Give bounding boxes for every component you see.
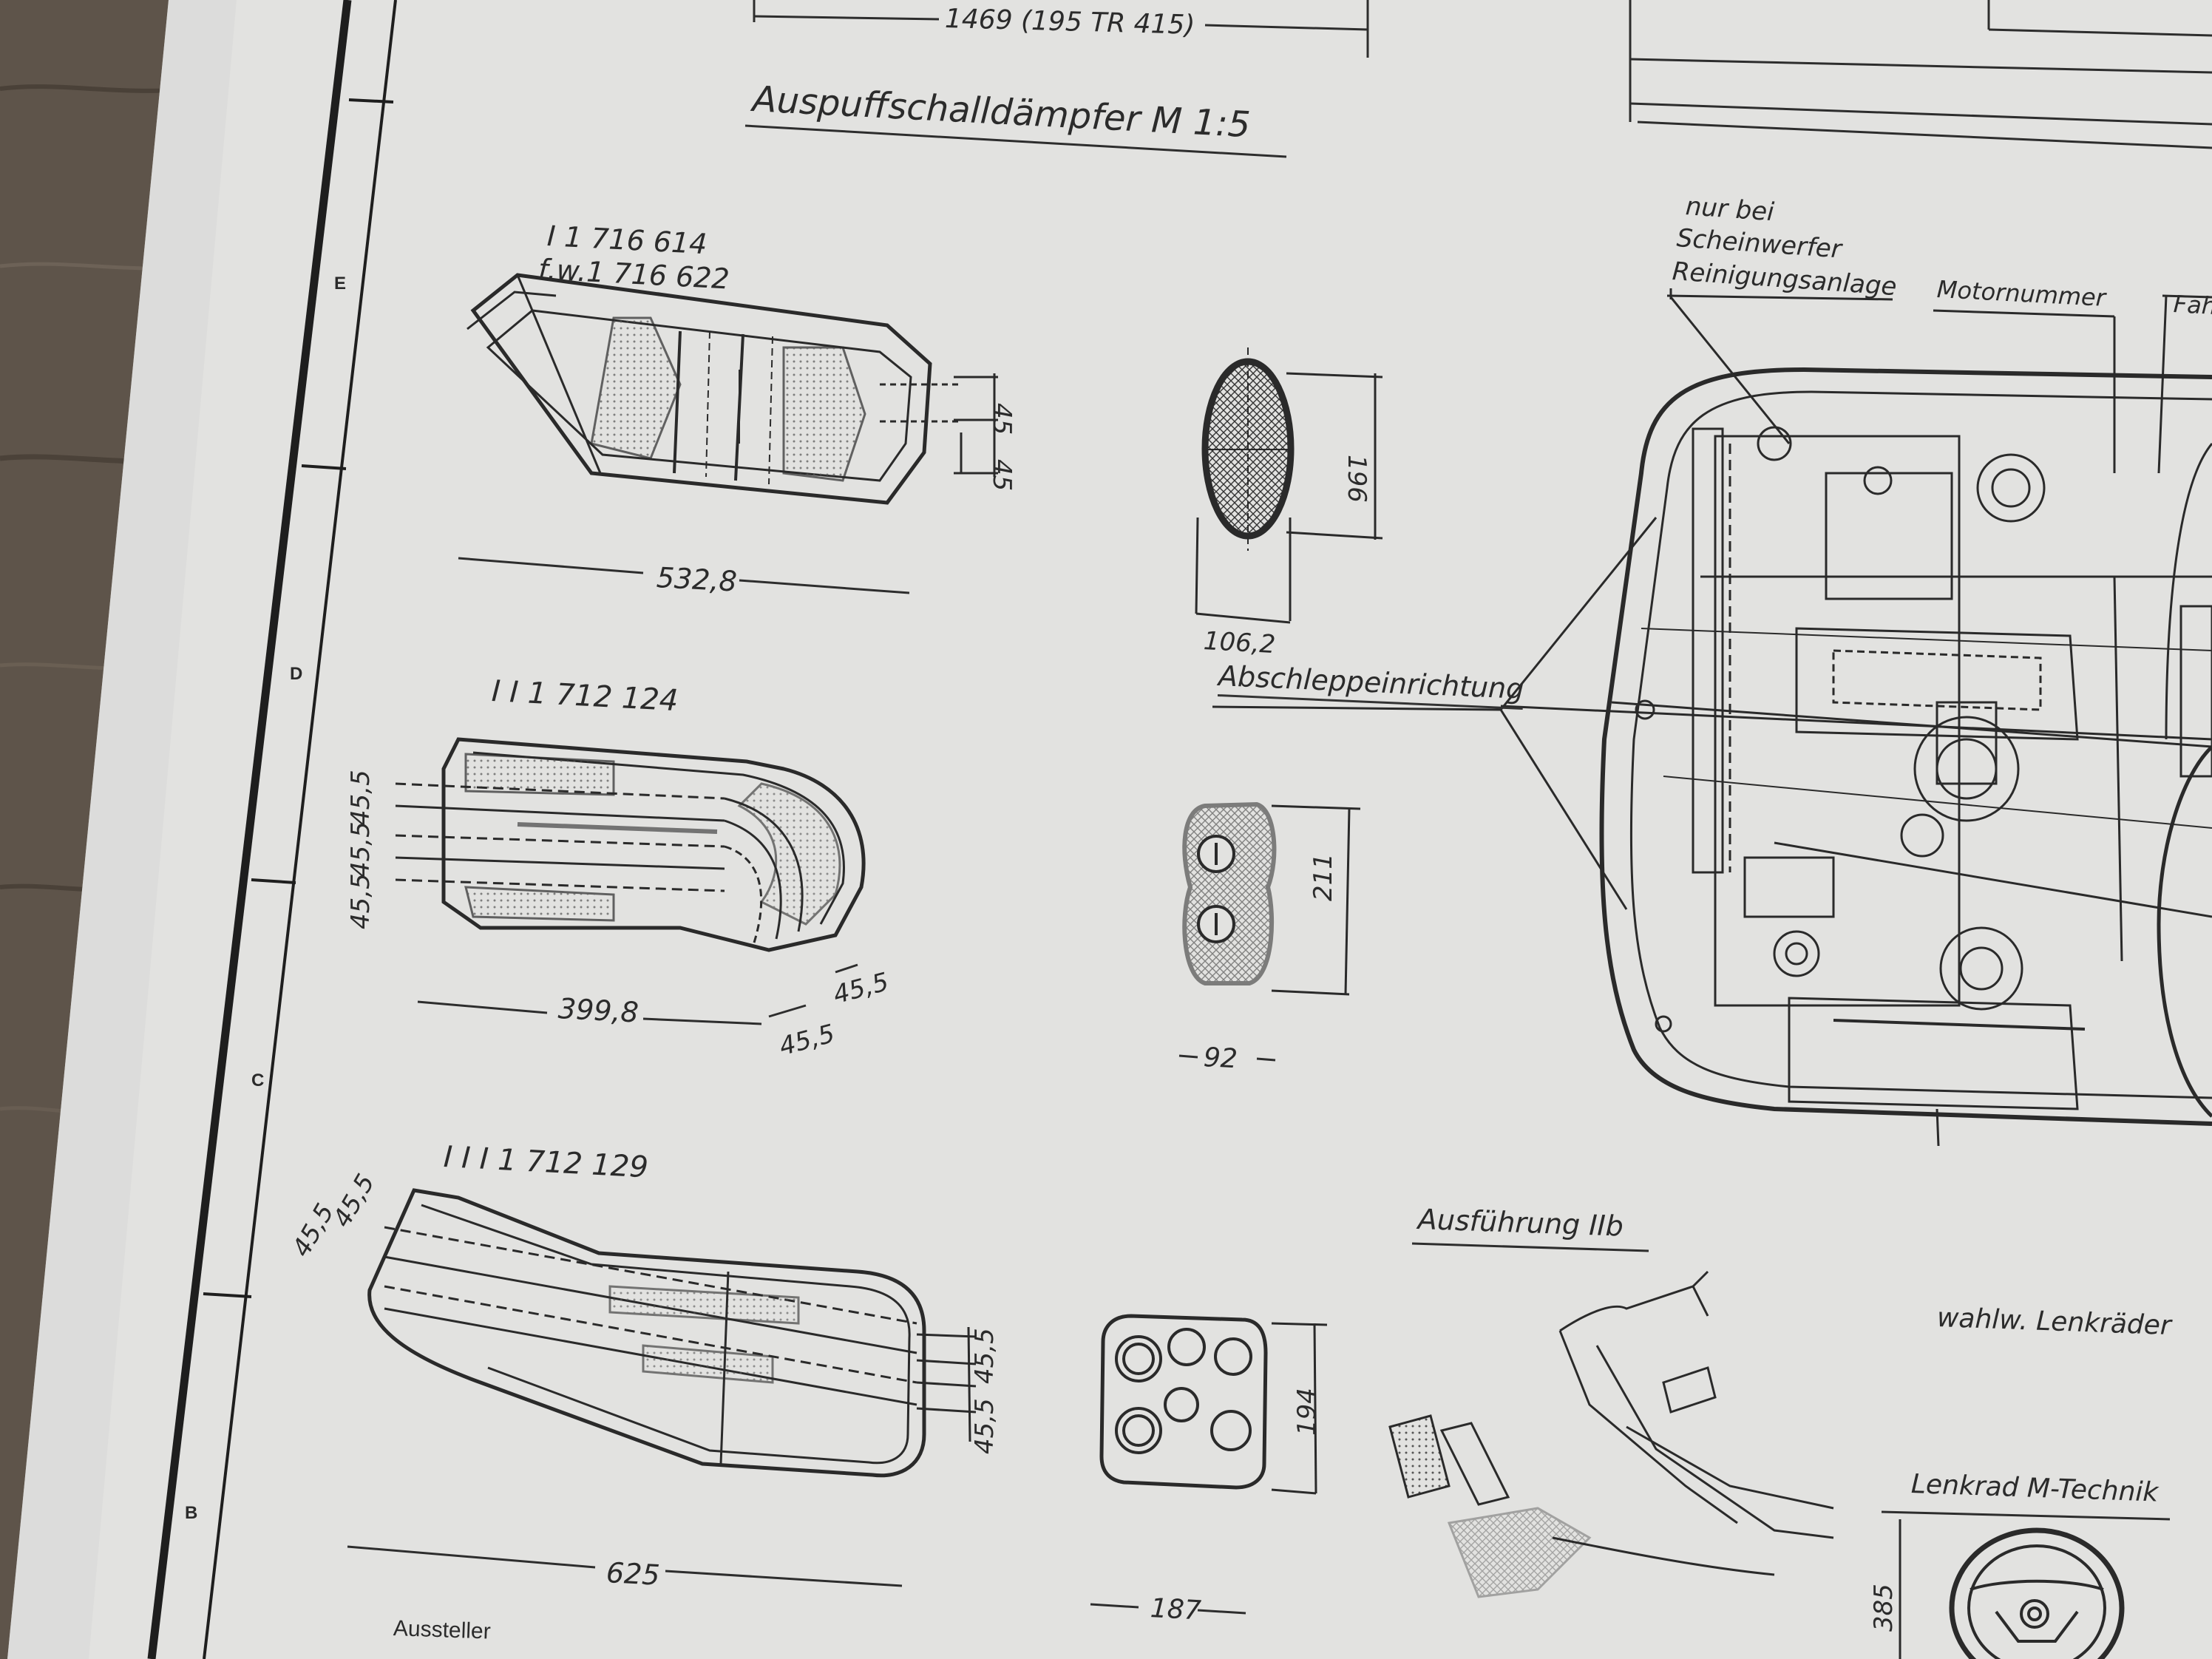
top-dimension-line bbox=[753, 0, 1369, 58]
section-1-height: 196 bbox=[1342, 455, 1371, 503]
section-2-drawing bbox=[1182, 801, 1361, 996]
footer-label: Aussteller bbox=[393, 1616, 492, 1644]
top-right-rule-lines bbox=[1629, 0, 2212, 149]
muffler-1-length: 532,8 bbox=[655, 561, 738, 598]
border-marker-c: C bbox=[251, 1071, 265, 1090]
muffler-1-drawing bbox=[467, 273, 998, 505]
muffler-2-length-dimension bbox=[417, 963, 858, 1025]
version-underline bbox=[1411, 1242, 1649, 1252]
frame-border bbox=[147, 0, 397, 1659]
muffler-2-dim-left: 45,5 bbox=[346, 873, 376, 929]
muffler-2-dim-top-b: 45,5 bbox=[346, 821, 376, 878]
section-2-height: 211 bbox=[1309, 853, 1338, 901]
border-marker-e: E bbox=[334, 274, 347, 294]
section-1-drawing bbox=[1195, 347, 1383, 624]
border-marker-b: B bbox=[185, 1503, 198, 1523]
muffler-1-length-dimension bbox=[458, 557, 910, 594]
section-3-width: 187 bbox=[1149, 1593, 1202, 1626]
muffler-2-dim-top-a: 45,5 bbox=[346, 770, 376, 826]
muffler-1-part-number: I 1 716 614 bbox=[546, 220, 708, 261]
muffler-2-drawing bbox=[395, 737, 866, 952]
m-steering-wheel-underline bbox=[1881, 1510, 2171, 1521]
muffler-3-length: 625 bbox=[605, 1556, 661, 1592]
car-leader-lines bbox=[1212, 288, 2212, 910]
title-underline bbox=[744, 124, 1287, 158]
top-dimension-label: 1469 (195 TR 415) bbox=[944, 4, 1195, 41]
section-1-width: 106,2 bbox=[1202, 626, 1277, 660]
muffler-3-length-dimension bbox=[347, 1545, 903, 1587]
steering-wheel-drawing bbox=[1899, 1519, 2125, 1659]
headlamp-cleaning-line-1: nur bei bbox=[1684, 191, 1775, 228]
pedal-box-drawing bbox=[1388, 1270, 1834, 1598]
truncated-label: Fah bbox=[2173, 290, 2212, 321]
steering-wheel-dimension: 385 bbox=[1869, 1584, 1899, 1632]
car-top-view bbox=[1599, 367, 2212, 1147]
muffler-3-dim-outlet-b: 45,5 bbox=[970, 1398, 1000, 1454]
muffler-1-dim-lower: 45 bbox=[987, 459, 1017, 492]
section-3-height: 194 bbox=[1292, 1388, 1322, 1436]
muffler-1-dim-upper: 45 bbox=[987, 403, 1017, 435]
section-dimension-lines bbox=[1090, 1054, 1276, 1615]
muffler-3-drawing bbox=[367, 1188, 977, 1478]
section-3-drawing bbox=[1099, 1314, 1328, 1495]
border-marker-d: D bbox=[290, 664, 303, 684]
section-2-width: 92 bbox=[1202, 1042, 1238, 1075]
version-label: Ausführung IIb bbox=[1417, 1203, 1624, 1243]
muffler-3-dim-outlet-a: 45,5 bbox=[970, 1328, 1000, 1384]
muffler-2-length: 399,8 bbox=[557, 992, 639, 1029]
